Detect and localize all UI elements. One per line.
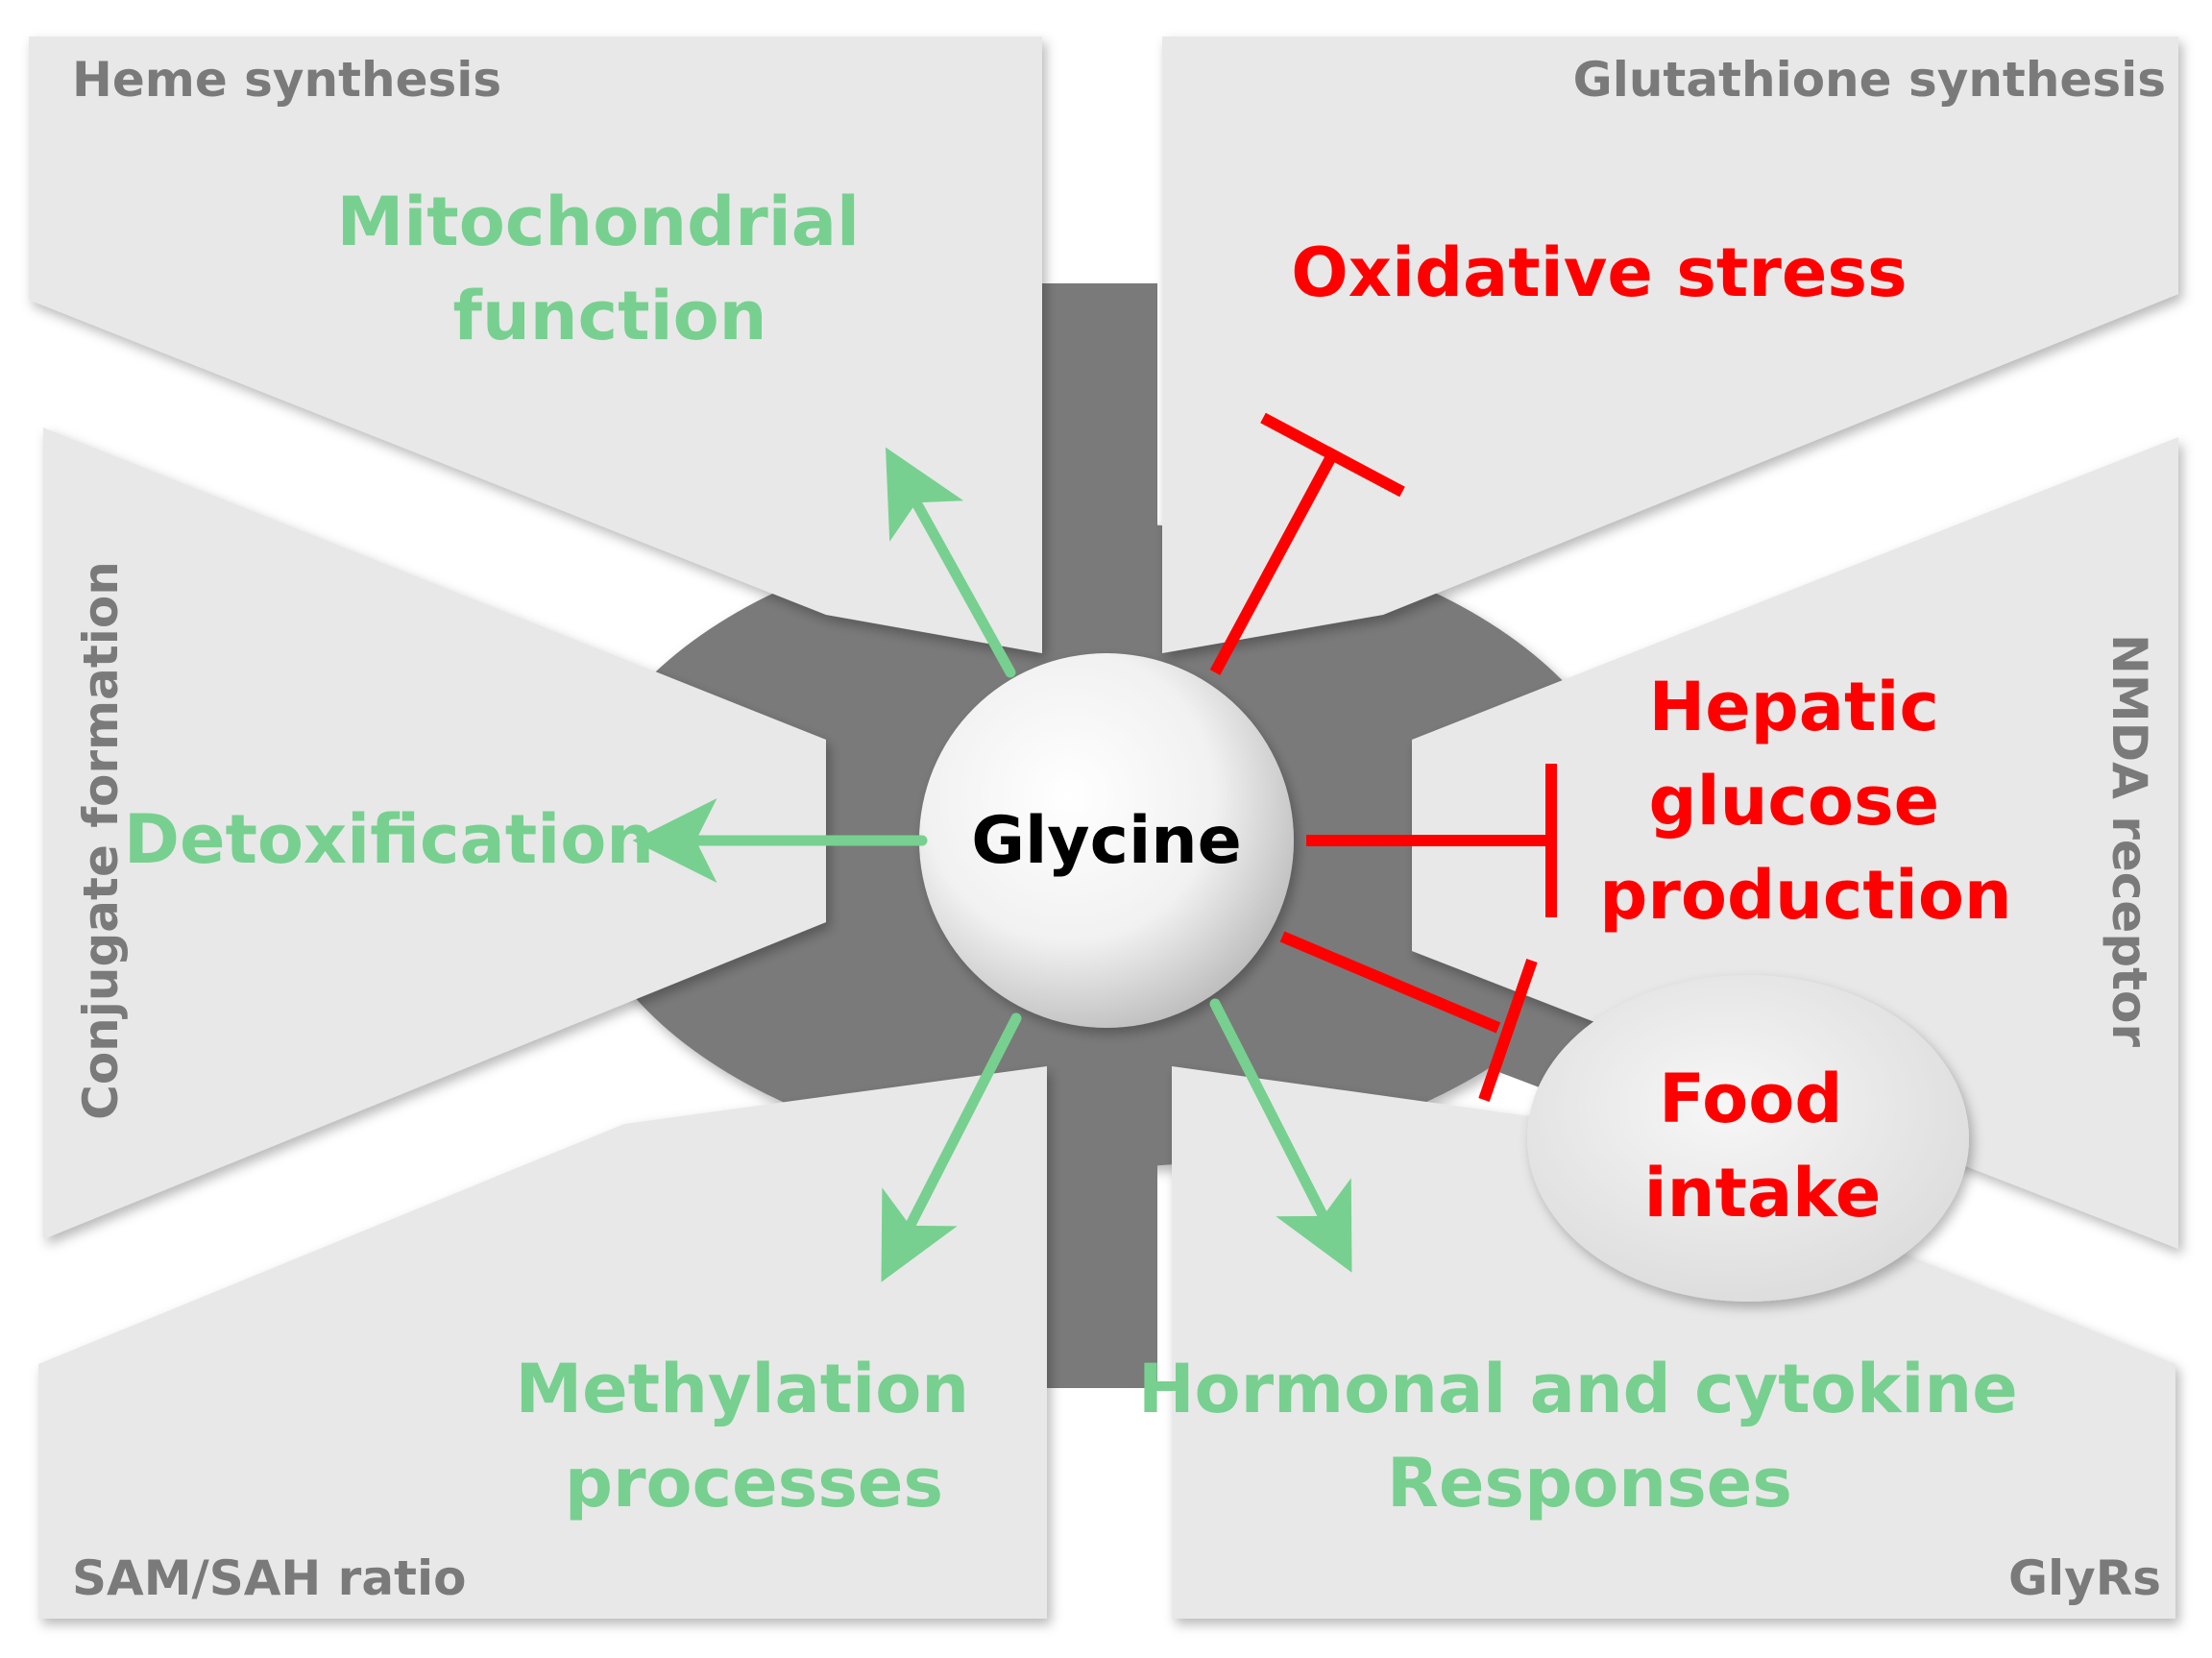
pathway-heme-synthesis: Heme synthesis <box>72 52 501 108</box>
effect-mitochondrial-function: Mitochondrial function <box>337 183 884 355</box>
pathway-glutathione-synthesis: Glutathione synthesis <box>1573 52 2166 108</box>
panel-left <box>43 427 826 1239</box>
effect-hepatic-glucose-production: Hepatic glucose production <box>1599 668 2012 935</box>
inhibit-oxidative-stress <box>1209 447 1341 675</box>
inhibit-oxidative-stress-bar <box>1260 412 1405 498</box>
panel-bottom-left <box>38 1066 1047 1619</box>
pathway-nmda-receptor: NMDA receptor <box>2102 634 2157 1047</box>
arrow-methylation <box>881 1012 1022 1282</box>
pathway-glyrs: GlyRs <box>2008 1550 2161 1606</box>
glycine-label: Glycine <box>971 803 1242 879</box>
arrow-hormonal <box>1209 998 1352 1273</box>
activation-arrows <box>632 447 1352 1282</box>
effect-methylation-processes: Methylation processes <box>515 1350 992 1523</box>
pathway-conjugate-formation: Conjugate formation <box>73 561 129 1120</box>
panel-bottom-right <box>1172 1066 2176 1619</box>
effect-oxidative-stress: Oxidative stress <box>1291 233 1907 312</box>
panel-top-left <box>29 37 1042 653</box>
arrow-mitochondrial <box>885 447 1016 678</box>
food-intake-ellipse <box>1527 975 1969 1302</box>
panel-top-right <box>1162 37 2178 653</box>
effect-detoxification: Detoxification <box>124 800 654 879</box>
panels <box>29 37 2178 1619</box>
inhibit-food-intake-bar <box>1478 959 1538 1102</box>
glycine-node <box>919 653 1294 1028</box>
pathway-sam-sah-ratio: SAM/SAH ratio <box>72 1550 466 1606</box>
inhibition-arrows <box>1209 412 1557 1102</box>
inhibit-food-intake <box>1279 931 1501 1034</box>
effect-hormonal-cytokine-responses: Hormonal and cytokine Responses <box>1138 1350 2041 1523</box>
panel-right <box>1412 437 2178 1249</box>
effect-food-intake: Food intake <box>1644 1060 1882 1232</box>
